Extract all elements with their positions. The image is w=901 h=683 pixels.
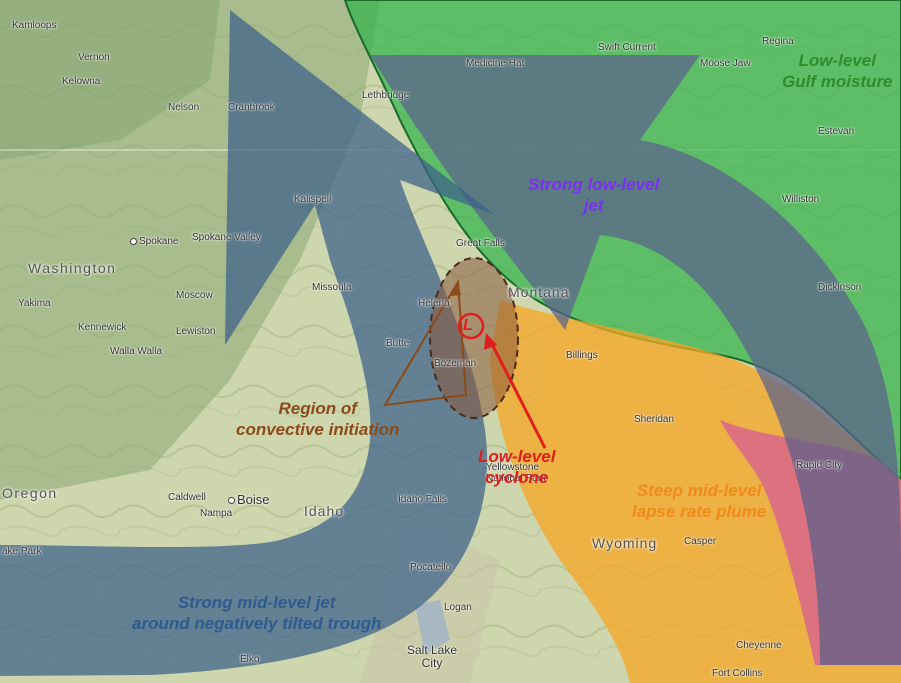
cyclone-pointer-line: [488, 339, 547, 449]
city-williston: Williston: [782, 194, 820, 205]
annotation-mid-level-jet-line2: around negatively tilted trough: [132, 614, 382, 633]
city-medicine-hat: Medicine Hat: [466, 58, 525, 69]
city-vernon: Vernon: [78, 52, 110, 63]
city-sheridan: Sheridan: [634, 414, 675, 425]
city-cheyenne: Cheyenne: [736, 640, 782, 651]
great-salt-lake: [415, 600, 450, 655]
annotation-low-level-jet-line1: Strong low-level: [528, 175, 660, 194]
city-boise: Boise: [228, 492, 270, 507]
region-wyoming: Wyoming: [592, 535, 658, 551]
annotation-low-level-jet: Strong low-level jet: [528, 174, 659, 216]
annotation-lapse-rate-line1: Steep mid-level: [636, 481, 762, 500]
city-cranbrook: Cranbrook: [228, 102, 275, 113]
region-washington: Washington: [28, 260, 117, 276]
region-idaho: Idaho: [304, 503, 345, 519]
city-lewiston: Lewiston: [176, 326, 216, 337]
city-regina: Regina: [762, 36, 794, 47]
city-kamloops: Kamloops: [12, 20, 57, 31]
annotation-mid-level-jet: Strong mid-level jet around negatively t…: [132, 592, 381, 634]
annotation-cyclone-line2: cyclone: [485, 468, 549, 487]
convective-pointer-arrowhead: [451, 282, 461, 296]
city-butte: Butte: [386, 338, 410, 349]
city-billings: Billings: [566, 350, 598, 361]
basin-terrain: [360, 520, 500, 683]
region-oregon: Oregon: [2, 485, 58, 501]
city-helena: Helena: [418, 298, 450, 309]
cyclone-pointer-arrowhead: [484, 333, 497, 350]
city-fort-collins: Fort Collins: [712, 668, 763, 679]
annotation-mid-level-jet-line1: Strong mid-level jet: [177, 593, 336, 612]
annotation-lapse-rate-plume: Steep mid-level lapse rate plume: [632, 480, 766, 522]
city-caldwell: Caldwell: [168, 492, 206, 503]
city-yellowstone: Yellowstone National Park: [486, 462, 547, 484]
annotation-convective-initiation: Region of convective initiation: [236, 398, 399, 440]
annotation-cyclone: Low-level cyclone: [478, 446, 555, 488]
low-level-jet-arrow: [370, 55, 901, 665]
city-rapid-city: Rapid City: [796, 460, 843, 471]
city-salt-lake-city: Salt Lake City: [406, 643, 458, 670]
city-moose-jaw: Moose Jaw: [700, 58, 751, 69]
annotation-cyclone-line1: Low-level: [478, 447, 556, 466]
annotation-lapse-rate-line2: lapse rate plume: [632, 502, 767, 521]
city-lethbridge: Lethbridge: [362, 90, 410, 101]
city-casper: Casper: [684, 536, 717, 547]
annotation-gulf-moisture: Low-level Gulf moisture: [782, 50, 893, 92]
city-yakima: Yakima: [18, 298, 51, 309]
city-spokane: Spokane: [130, 236, 178, 247]
city-spokane-valley: Spokane Valley: [192, 232, 261, 243]
city-estevan: Estevan: [818, 126, 855, 137]
mid-level-jet-arrow: [0, 10, 495, 676]
city-pocatello: Pocatello: [410, 562, 452, 573]
convective-pointer: [383, 278, 468, 407]
annotation-low-level-jet-line2: jet: [583, 196, 604, 215]
annotation-gulf-moisture-line2: Gulf moisture: [782, 72, 893, 91]
cyclone-circle: [457, 312, 485, 340]
city-idaho-falls: Idaho Falls: [398, 494, 447, 505]
city-bozeman: Bozeman: [434, 358, 477, 369]
city-logan: Logan: [444, 602, 472, 613]
city-great-falls: Great Falls: [456, 238, 505, 249]
city-kelowna: Kelowna: [62, 76, 101, 87]
city-elko: Elko: [240, 654, 260, 665]
annotation-convective-line1: Region of: [278, 399, 357, 418]
region-montana: Montana: [508, 284, 570, 300]
annotation-convective-line2: convective initiation: [236, 420, 400, 439]
city-nelson: Nelson: [168, 102, 200, 113]
city-moscow: Moscow: [176, 290, 213, 301]
annotation-gulf-moisture-line1: Low-level: [798, 51, 876, 70]
city-kennewick: Kennewick: [78, 322, 127, 333]
city-kalispell: Kalispell: [294, 194, 332, 205]
city-dickinson: Dickinson: [818, 282, 862, 293]
city-swift-current: Swift Current: [598, 42, 656, 53]
city-missoula: Missoula: [312, 282, 352, 293]
mountain-terrain: [0, 0, 220, 160]
city-nampa: Nampa: [200, 508, 233, 519]
city-lake-park: ake Park: [2, 546, 42, 557]
cyclone-symbol: L: [463, 317, 473, 334]
city-walla-walla: Walla Walla: [110, 346, 163, 357]
